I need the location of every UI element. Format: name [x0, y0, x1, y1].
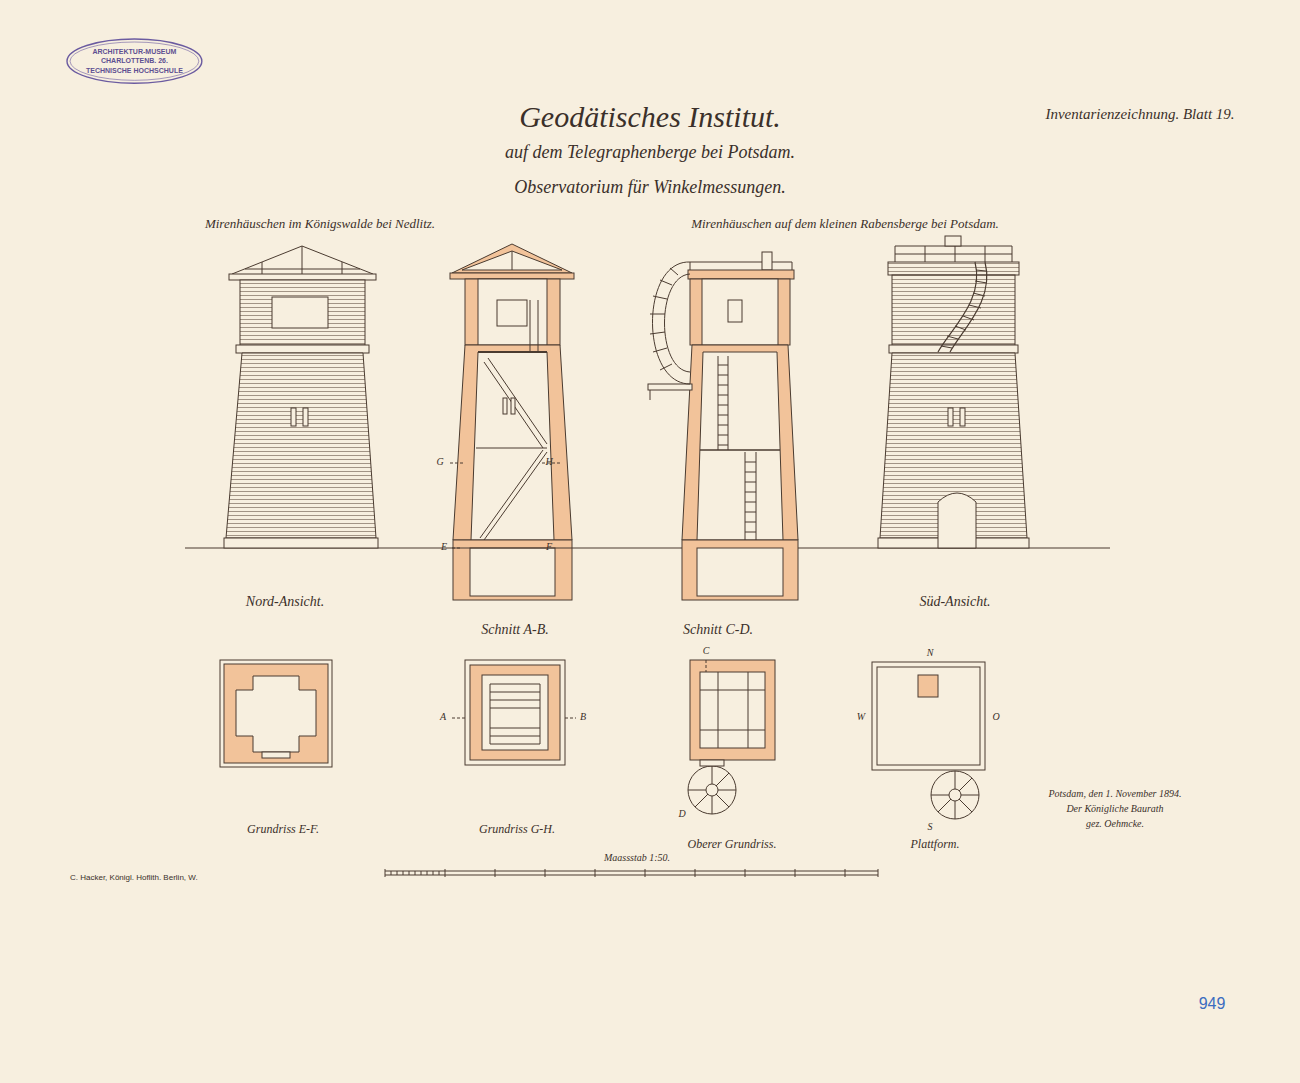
- cut-letter: H: [545, 456, 552, 468]
- stamp-ellipse: [67, 39, 202, 83]
- drawing-label: Grundriss E-F.: [247, 823, 319, 837]
- drawing-label: Nord-Ansicht.: [246, 594, 324, 610]
- cut-letter: S: [928, 821, 933, 833]
- drawing-label: C. Hacker, Königl. Hoflith. Berlin, W.: [70, 873, 198, 882]
- drawing-label: Mirenhäuschen im Königswalde bei Nedlitz…: [205, 217, 435, 232]
- cut-letter: C: [703, 645, 710, 657]
- plan-platform: [872, 662, 985, 819]
- cut-letter: F: [546, 541, 552, 553]
- cut-letter: E: [441, 541, 447, 553]
- drawing-label: gez. Oehmcke.: [1086, 818, 1144, 830]
- section-c-d: [648, 252, 798, 600]
- drawing-label: Schnitt A-B.: [481, 622, 548, 638]
- cut-letter: A: [440, 711, 446, 723]
- drawing-label: Plattform.: [910, 838, 959, 852]
- drawing-label: Maassstab 1:50.: [604, 852, 670, 864]
- north-elevation: [224, 246, 378, 548]
- section-a-b: [450, 244, 574, 600]
- drawing-label: Der Königliche Baurath: [1066, 803, 1163, 815]
- cut-letter: W: [857, 711, 865, 723]
- plan-e-f: [220, 660, 332, 767]
- stamp-ellipse-inner: [70, 42, 199, 80]
- south-elevation: [878, 236, 1029, 548]
- drawing-label: Süd-Ansicht.: [919, 594, 990, 610]
- cut-letter: B: [580, 711, 586, 723]
- drawing-label: Schnitt C-D.: [683, 622, 753, 638]
- drawing-label: Grundriss G-H.: [479, 823, 555, 837]
- drawing-label: Mirenhäuschen auf dem kleinen Rabensberg…: [691, 217, 999, 232]
- plan-upper: [688, 660, 775, 814]
- drawing-label: Observatorium für Winkelmessungen.: [514, 177, 785, 198]
- cut-letter: N: [927, 647, 934, 659]
- drawing-label: Oberer Grundriss.: [688, 838, 777, 852]
- drawing-label: 949: [1199, 995, 1226, 1013]
- cut-letter: O: [992, 711, 999, 723]
- drawing-label: auf dem Telegraphenberge bei Potsdam.: [505, 142, 795, 163]
- drawing-label: Inventarienzeichnung. Blatt 19.: [1045, 106, 1234, 123]
- cut-letter: D: [678, 808, 685, 820]
- cut-letter: G: [436, 456, 443, 468]
- sheet-title: Geodätisches Institut.: [519, 100, 781, 135]
- stamp-text: ARCHITEKTUR-MUSEUM: [86, 47, 183, 56]
- stamp-text: TECHNISCHE HOCHSCHULE: [86, 66, 183, 75]
- scale-bar: [385, 869, 878, 877]
- museum-stamp: ARCHITEKTUR-MUSEUMCHARLOTTENB. 26.TECHNI…: [66, 38, 203, 84]
- stamp-text: CHARLOTTENB. 26.: [86, 56, 183, 65]
- drawing-label: Potsdam, den 1. November 1894.: [1048, 788, 1181, 800]
- plan-g-h: [452, 660, 576, 765]
